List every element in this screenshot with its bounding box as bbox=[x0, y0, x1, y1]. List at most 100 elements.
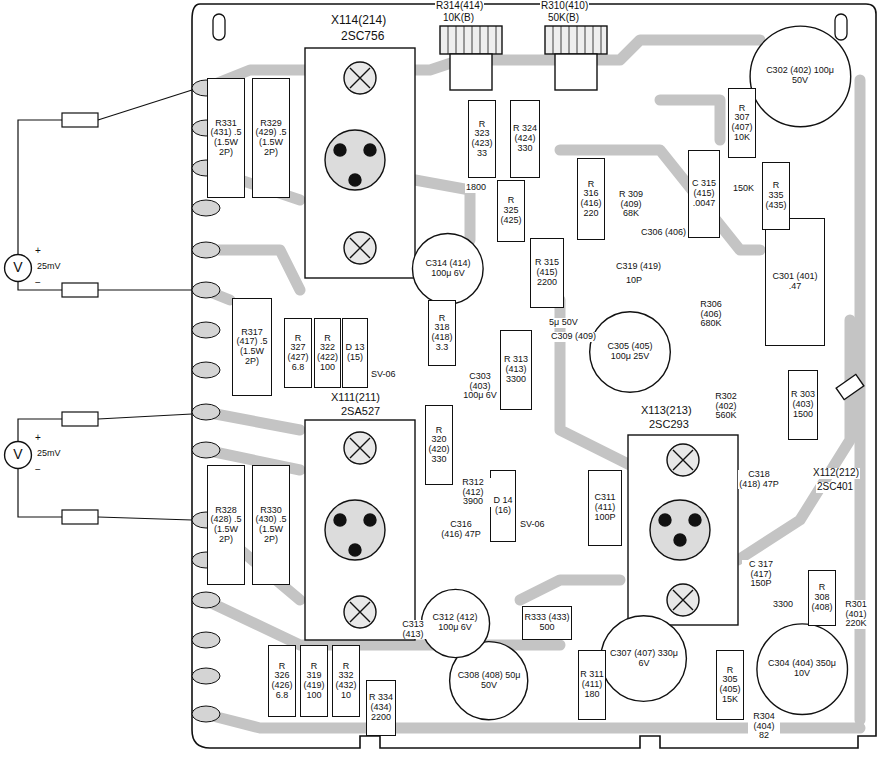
meter-reading: + bbox=[34, 246, 42, 257]
part-label: R314(414) bbox=[435, 1, 484, 12]
component-label: R 307 (407) 10K bbox=[730, 104, 754, 143]
part-label: 50K(B) bbox=[547, 13, 580, 24]
component-label: R 318 (418) 3.3 bbox=[430, 314, 454, 353]
component-label: C 315 (415) .0047 bbox=[690, 179, 718, 208]
transistor-pin bbox=[349, 544, 361, 556]
test-probe bbox=[62, 283, 98, 297]
component-label: R 308 (408) bbox=[810, 583, 834, 612]
component-outline: D 14 (16) bbox=[490, 470, 516, 542]
mounting-screw bbox=[667, 444, 699, 476]
part-label: 10P bbox=[625, 276, 643, 286]
edge-pad bbox=[192, 322, 220, 338]
component-outline: R331 (431) .5 (1.5W 2P) bbox=[207, 78, 245, 198]
test-probe bbox=[62, 412, 98, 426]
part-label: C316 (416) 47P bbox=[440, 520, 482, 539]
meter-lead bbox=[18, 120, 62, 254]
copper-trace bbox=[660, 100, 720, 140]
transistor-pin bbox=[674, 534, 686, 546]
part-label: R306 (406) 680K bbox=[690, 300, 732, 329]
part-label: C318 (418) 47P bbox=[738, 470, 780, 489]
meter-lead bbox=[98, 517, 192, 520]
transistor-pin bbox=[334, 514, 346, 526]
meter-reading: 25mV bbox=[36, 262, 62, 272]
part-label: 2SC401 bbox=[816, 482, 854, 493]
copper-trace bbox=[415, 180, 470, 240]
circle-outline bbox=[5, 255, 32, 282]
part-label: C319 (419) bbox=[615, 262, 662, 272]
part-label: X113(213) bbox=[640, 405, 693, 417]
component-label: R 327 (427) 6.8 bbox=[286, 334, 310, 373]
circle-outline bbox=[757, 624, 848, 715]
edge-pad bbox=[192, 242, 220, 258]
component-label: R329 (429) .5 (1.5W 2P) bbox=[254, 119, 288, 158]
circle-outline bbox=[5, 442, 32, 469]
circle-outline bbox=[413, 234, 484, 305]
part-label: R302 (402) 560K bbox=[705, 392, 747, 421]
component-label: R 316 (416) 220 bbox=[579, 180, 603, 219]
component-outline: R 315 (415) 2200 bbox=[530, 238, 564, 308]
component-label: R317 (417) .5 (1.5W 2P) bbox=[234, 328, 270, 367]
circle-outline bbox=[590, 312, 671, 393]
component-outline: C301 (401) .47 bbox=[765, 218, 825, 346]
edge-pad bbox=[192, 200, 220, 216]
component-outline: R329 (429) .5 (1.5W 2P) bbox=[252, 78, 290, 198]
heatsink-plate bbox=[628, 435, 738, 625]
screw-slot bbox=[673, 450, 693, 470]
component-label: C308 (408) 50μ 50V bbox=[457, 671, 520, 690]
knurling bbox=[448, 26, 496, 54]
screw-slot bbox=[350, 238, 370, 258]
circle-outline bbox=[421, 589, 489, 657]
component-outline: R 323 (423) 33 bbox=[468, 100, 496, 178]
meter-lead bbox=[98, 414, 192, 419]
component-label: D 14 (16) bbox=[492, 496, 514, 515]
part-label: X114(214) bbox=[330, 14, 387, 27]
part-label: C309 (409) bbox=[550, 332, 597, 342]
circle-outline bbox=[750, 26, 851, 127]
part-label: X112(212) bbox=[812, 468, 860, 479]
part-label: R301 (401) 220K bbox=[838, 600, 874, 629]
voltmeter-symbol: V bbox=[4, 254, 32, 282]
component-outline: D 13 (15) bbox=[342, 318, 368, 388]
component-outline: R 303 (403) 1500 bbox=[788, 370, 818, 440]
meter-reading: + bbox=[34, 433, 42, 444]
part-label: 150K bbox=[732, 184, 755, 194]
component-label: R 332 (432) 10 bbox=[334, 662, 358, 701]
component-label: D 13 (15) bbox=[344, 343, 366, 362]
component-outline: R 319 (419) 100 bbox=[300, 645, 328, 717]
component-label: C302 (402) 100μ 50V bbox=[759, 66, 841, 85]
component-label: R 315 (415) 2200 bbox=[532, 258, 562, 287]
test-probe bbox=[62, 510, 98, 524]
transistor-pin bbox=[364, 514, 376, 526]
copper-trace bbox=[205, 250, 300, 290]
transistor-pin bbox=[689, 514, 701, 526]
component-outline: R 327 (427) 6.8 bbox=[284, 318, 312, 388]
part-label: X111(211) bbox=[330, 392, 381, 404]
edge-pad bbox=[192, 362, 220, 378]
mounting-screw bbox=[344, 232, 376, 264]
part-label: C303 (403) 100μ 6V bbox=[460, 372, 500, 401]
transistor-case bbox=[325, 130, 385, 190]
transistor-pin bbox=[659, 514, 671, 526]
heatsink-plate bbox=[305, 420, 415, 640]
component-outline: R317 (417) .5 (1.5W 2P) bbox=[232, 298, 272, 396]
capacitor-outline: C302 (402) 100μ 50V bbox=[748, 24, 853, 129]
component-label: R 305 (405) 15K bbox=[718, 666, 742, 705]
component-label: C312 (412) 100μ 6V bbox=[427, 613, 482, 632]
test-probe bbox=[62, 113, 98, 127]
mounting-screw bbox=[344, 596, 376, 628]
component-outline: R 334 (434) 2200 bbox=[366, 680, 396, 736]
transistor-pin bbox=[364, 144, 376, 156]
potentiometer-body bbox=[450, 54, 492, 90]
part-label: SV-06 bbox=[519, 520, 546, 530]
part-label: C306 (406) bbox=[640, 228, 687, 238]
screw-slot bbox=[673, 590, 693, 610]
component-label: R 320 (420) 330 bbox=[427, 426, 451, 465]
component-label: R328 (428) .5 (1.5W 2P) bbox=[209, 506, 243, 545]
mounting-slot bbox=[213, 14, 225, 40]
capacitor-outline: C305 (405) 100μ 25V bbox=[588, 310, 672, 394]
component-outline: R 305 (405) 15K bbox=[716, 650, 744, 720]
edge-pad bbox=[192, 706, 220, 722]
meter-reading: − bbox=[34, 278, 42, 289]
transistor-case bbox=[325, 500, 385, 560]
part-label: 2SC293 bbox=[648, 419, 690, 431]
